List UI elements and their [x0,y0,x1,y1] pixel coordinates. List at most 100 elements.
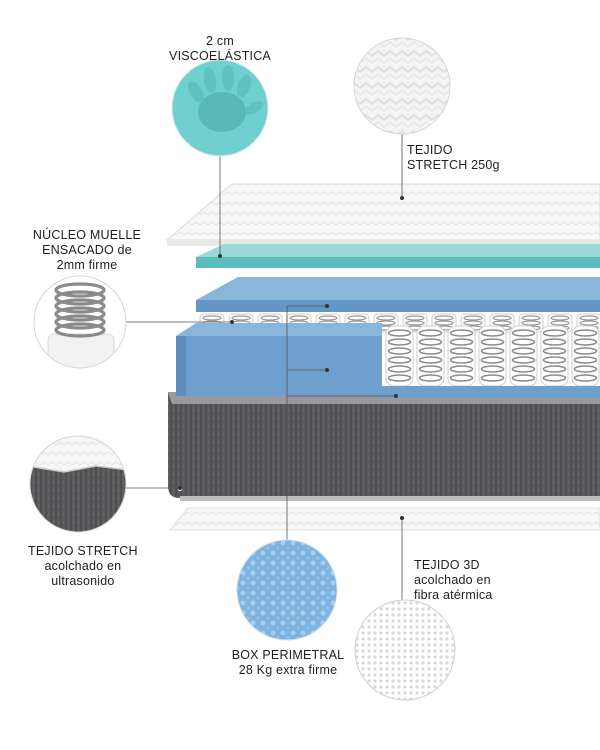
nucleo-line3: 2mm firme [56,258,118,272]
spring-coil [550,315,570,321]
gray-fabric-base [168,392,600,501]
box-line1: BOX PERIMETRAL [231,648,345,662]
spring-coil [573,356,598,364]
spring-coil [289,315,309,321]
spring-coil [449,374,474,382]
box-line2: 28 Kg extra firme [238,663,338,677]
tejido-3d-line2: acolchado en [414,573,491,587]
spring-coil [347,315,367,321]
viscoelastica-thickness: 2 cm [206,34,234,48]
tejido-3d-line3: fibra atérmica [414,588,493,602]
spring-coil [376,315,396,321]
tejido-side-line3: ultrasonido [51,574,115,588]
tejido-stretch-top-line1: TEJIDO [407,143,453,157]
spring-coil [511,338,536,346]
spring-coil [387,329,412,337]
spring-core [199,313,600,387]
spring-coil [449,356,474,364]
gray-fabric-detail-circle [29,435,127,533]
spring-coil [260,315,280,321]
spring-coil [405,315,425,321]
spring-coil [318,315,338,321]
spring-coil [542,374,567,382]
spring-coil [542,347,567,355]
detail-spring-coil [54,282,106,298]
spring-coil [511,374,536,382]
spring-coil [579,320,599,326]
mesh-3d-detail-circle [354,599,456,701]
callout-dots [178,196,404,520]
spring-coil [480,347,505,355]
tejido-side-line1: TEJIDO STRETCH [28,544,138,558]
spring-coil [521,320,541,326]
spring-coil [418,365,443,373]
spring-coil [511,365,536,373]
spring-coil [449,365,474,373]
spring-coil [542,338,567,346]
spring-coil [202,315,222,321]
spring-coil [573,365,598,373]
tejido-stretch-side-label: TEJIDO STRETCH acolchado en ultrasonido [28,544,138,589]
box-perimetral [176,323,600,398]
viscoelastica-label: 2 cm VISCOELÁSTICA [150,34,290,64]
blue-foam-layer [196,277,600,312]
spring-coil [418,329,443,337]
spring-coil [405,320,425,326]
viscoelastica-name: VISCOELÁSTICA [169,49,271,63]
spring-coil [449,329,474,337]
tejido-3d-label: TEJIDO 3D acolchado en fibra atérmica [414,558,493,603]
tejido-side-line2: acolchado en [44,559,122,573]
spring-coil [480,329,505,337]
spring-coil [387,365,412,373]
detail-spring-coil [54,322,106,338]
detail-spring-coil [54,306,106,322]
spring-coil [463,315,483,321]
spring-coil [573,347,598,355]
nucleo-line2: ENSACADO de [42,243,132,257]
top-fabric-layer [165,183,600,246]
spring-coil [480,338,505,346]
spring-coil [449,338,474,346]
spring-coil [550,320,570,326]
spring-coil [573,329,598,337]
spring-coil [480,356,505,364]
tejido-3d-line1: TEJIDO 3D [414,558,480,572]
spring-coil [387,338,412,346]
spring-coil [511,356,536,364]
spring-coil [387,356,412,364]
detail-spring-coil [54,290,106,306]
nucleo-muelle-label: NÚCLEO MUELLE ENSACADO de 2mm firme [12,228,162,273]
memory-foam-layer [196,244,600,268]
tejido-stretch-top-line2: STRETCH 250g [407,158,500,172]
spring-coil [542,329,567,337]
spring-coil [579,315,599,321]
nucleo-line1: NÚCLEO MUELLE [32,228,142,242]
spring-coil [492,315,512,321]
spring-coil [387,374,412,382]
spring-coil [573,374,598,382]
spring-coil [480,365,505,373]
spring-coil [418,347,443,355]
spring-coil [231,315,251,321]
spring-coil [521,315,541,321]
spring-coil [434,315,454,321]
bottom-fabric-layer [168,507,600,531]
spring-coil [511,347,536,355]
spring-coil [418,338,443,346]
box-perimetral-label: BOX PERIMETRAL 28 Kg extra firme [208,648,368,678]
spring-coil [573,338,598,346]
spring-coil [480,374,505,382]
spring-coil [511,329,536,337]
spring-coil [449,347,474,355]
visco-detail-circle [171,59,269,157]
spring-coil [542,356,567,364]
detail-spring-coil [54,298,106,314]
spring-coil [387,347,412,355]
spring-detail-circle [33,275,127,369]
tejido-stretch-top-label: TEJIDO STRETCH 250g [407,143,500,173]
spring-coil [418,374,443,382]
stretch-detail-circle [353,37,451,135]
callout-lines [126,134,403,600]
box-foam-detail-circle [236,539,338,641]
